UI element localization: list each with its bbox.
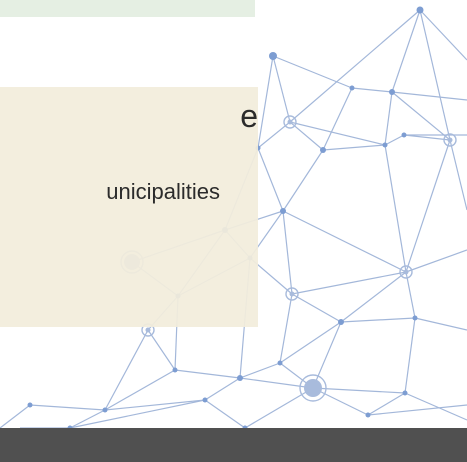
text-panel bbox=[0, 87, 258, 327]
slide-subtitle-fragment: unicipalities bbox=[106, 179, 220, 204]
top-accent-band bbox=[0, 0, 255, 17]
slide-title-fragment: e bbox=[240, 98, 258, 134]
bottom-bar bbox=[0, 428, 467, 462]
